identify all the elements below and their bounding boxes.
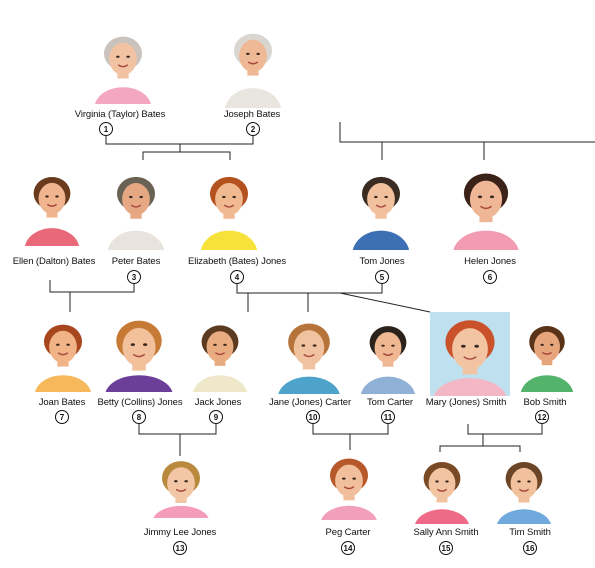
portrait	[190, 312, 250, 392]
person-name: Joan Bates	[38, 397, 86, 408]
portrait	[350, 160, 412, 250]
portrait	[102, 312, 176, 392]
person-number-badge: 7	[55, 410, 69, 424]
person-number-badge: 8	[132, 410, 146, 424]
portrait	[32, 312, 94, 392]
person-number-badge: 15	[439, 541, 453, 555]
portrait	[318, 450, 380, 520]
person-name: Mary (Jones) Smith	[425, 397, 507, 408]
person-name: Jane (Jones) Carter	[268, 397, 352, 408]
person-number-badge: 14	[341, 541, 355, 555]
person-name: Tom Jones	[359, 256, 405, 267]
person-number-badge: 6	[483, 270, 497, 284]
person-name: Jimmy Lee Jones	[143, 527, 217, 538]
person-number-badge: 10	[306, 410, 320, 424]
portrait	[412, 452, 472, 524]
portrait	[430, 312, 510, 396]
person-number-badge: 5	[375, 270, 389, 284]
person-name: Virginia (Taylor) Bates	[74, 109, 166, 120]
person-number-badge: 12	[535, 410, 549, 424]
person-number-badge: 4	[230, 270, 244, 284]
person-name: Ellen (Dalton) Bates	[12, 256, 96, 267]
portrait	[105, 160, 167, 250]
person-name: Peg Carter	[325, 527, 371, 538]
person-number-badge: 3	[127, 270, 141, 284]
portrait	[222, 16, 284, 108]
portrait	[275, 312, 343, 394]
person-name: Tom Carter	[367, 397, 413, 408]
person-name: Betty (Collins) Jones	[97, 397, 183, 408]
portrait	[450, 160, 522, 250]
person-name: Helen Jones	[464, 256, 516, 267]
portrait	[22, 162, 82, 246]
person-number-badge: 16	[523, 541, 537, 555]
person-number-badge: 1	[99, 122, 113, 136]
person-name: Tim Smith	[509, 527, 551, 538]
person-name: Joseph Bates	[223, 109, 281, 120]
person-number-badge: 2	[246, 122, 260, 136]
person-number-badge: 9	[209, 410, 223, 424]
person-name: Jack Jones	[194, 397, 242, 408]
person-name: Bob Smith	[523, 397, 567, 408]
portrait	[494, 452, 554, 524]
person-name: Elizabeth (Bates) Jones	[187, 256, 287, 267]
portrait	[358, 312, 418, 394]
portrait	[198, 160, 260, 250]
person-name: Peter Bates	[111, 256, 161, 267]
portrait	[92, 24, 154, 104]
person-name: Sally Ann Smith	[413, 527, 479, 538]
portrait	[518, 312, 576, 392]
person-number-badge: 11	[381, 410, 395, 424]
person-number-badge: 13	[173, 541, 187, 555]
portrait	[150, 456, 212, 518]
